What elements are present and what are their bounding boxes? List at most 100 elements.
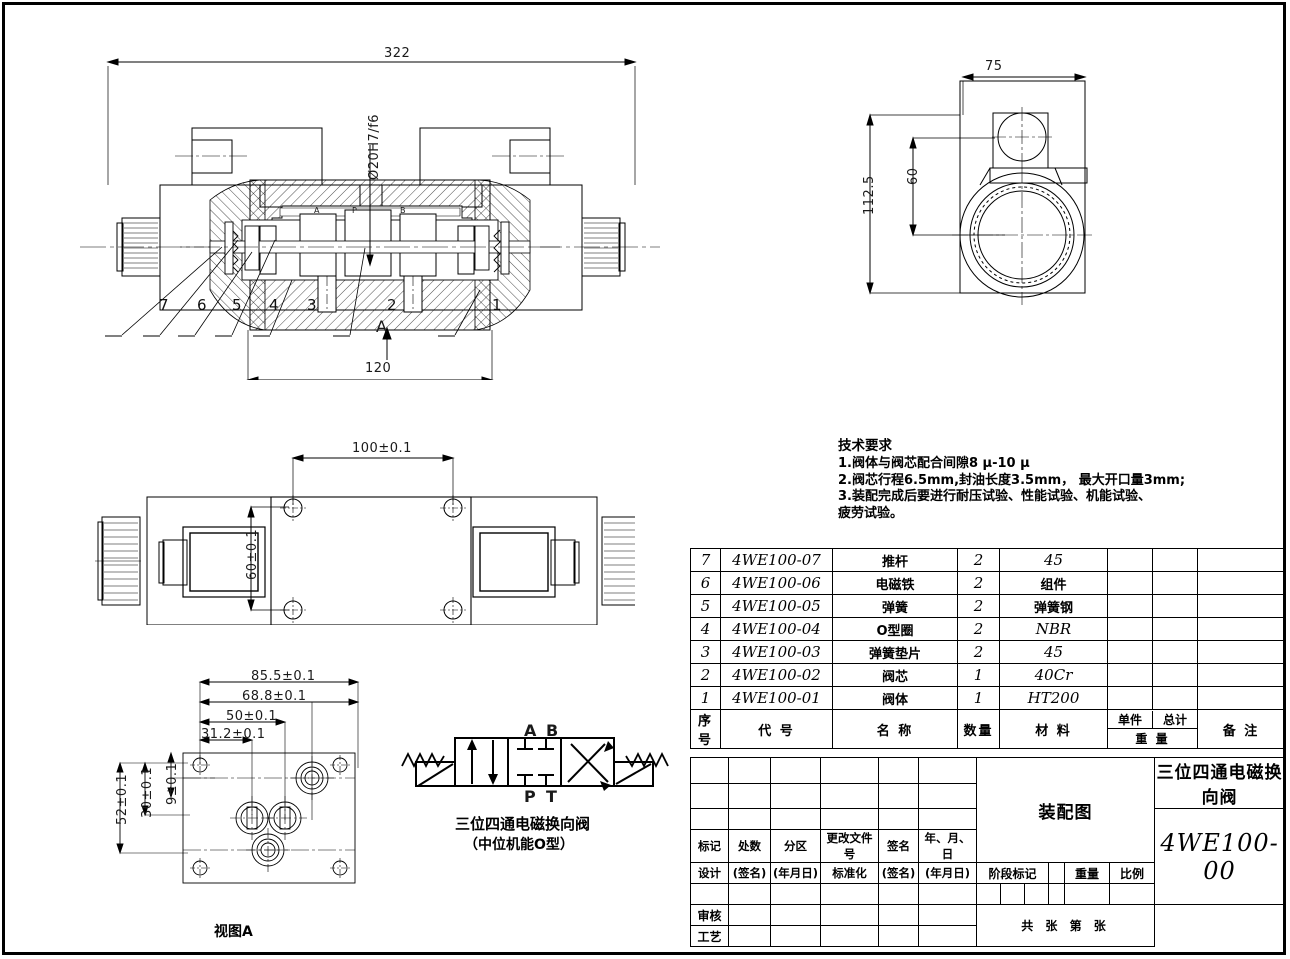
part-name: 电磁铁 [832, 571, 958, 595]
table-row: 4 4WE100-04 O型圈 2 NBR [690, 617, 1285, 641]
rev-cell [770, 782, 821, 809]
drawing-code-cell: 4WE100-00 [1154, 808, 1286, 905]
blank-cell [820, 904, 879, 926]
col-header-name: 名 称 [832, 709, 958, 749]
rev-cell [728, 782, 771, 809]
top-view [75, 435, 635, 625]
rev-cell [728, 757, 771, 784]
blank-cell [770, 925, 821, 947]
leader-number-2: 2 [387, 296, 397, 314]
stage-cell [1048, 883, 1065, 905]
main-section-view [60, 40, 680, 380]
view-a [40, 660, 370, 910]
title-block-row-1: 装配图 三位四通电磁换向阀 [690, 757, 1286, 863]
part-remark [1197, 640, 1285, 664]
title-block-row-2 [690, 782, 1285, 809]
stage-cell [1000, 883, 1025, 905]
part-weight-total [1152, 594, 1198, 618]
blank-cell [690, 883, 729, 905]
part-weight-unit [1107, 663, 1153, 687]
part-no: 1 [690, 686, 721, 710]
part-no: 2 [690, 663, 721, 687]
part-material: 45 [999, 548, 1108, 572]
schematic-caption-1: 三位四通电磁换向阀 [455, 815, 591, 833]
dim-hole-spacing-x: 100±0.1 [352, 441, 412, 456]
rev-cell [878, 757, 919, 784]
part-name: 阀体 [832, 686, 958, 710]
section-arrow-label-a: A [376, 317, 388, 336]
part-name: 阀芯 [832, 663, 958, 687]
part-remark [1197, 594, 1285, 618]
leader-number-3: 3 [307, 296, 317, 314]
leader-number-5: 5 [232, 296, 242, 314]
scale-label: 比例 [1108, 862, 1156, 884]
rev-header-docno: 更改文件号 [820, 829, 879, 863]
blank-cell [728, 925, 771, 947]
dim-view-a-h1: 85.5±0.1 [251, 669, 316, 684]
rev-header-count: 处数 [728, 829, 771, 863]
empty-cell [1048, 862, 1065, 884]
part-material: NBR [999, 617, 1108, 641]
schematic-port-a: A [524, 721, 537, 740]
part-name: 弹簧垫片 [832, 640, 958, 664]
rev-cell [820, 757, 879, 784]
table-row: 5 4WE100-05 弹簧 2 弹簧钢 [690, 594, 1285, 618]
rev-cell [918, 757, 977, 784]
table-row: 6 4WE100-06 电磁铁 2 组件 [690, 571, 1285, 595]
col-header-qty: 数量 [957, 709, 1000, 749]
part-no: 4 [690, 617, 721, 641]
part-weight-unit [1107, 686, 1153, 710]
rev-cell [770, 757, 821, 784]
product-title-cell: 三位四通电磁换向阀 [1154, 757, 1286, 809]
part-remark [1197, 663, 1285, 687]
part-code: 4WE100-03 [720, 640, 833, 664]
stage-cell [1024, 883, 1049, 905]
part-qty: 1 [957, 686, 1000, 710]
part-weight-unit [1107, 640, 1153, 664]
blank-cell [728, 883, 771, 905]
weight-label: 重量 [1064, 862, 1110, 884]
table-row: 2 4WE100-02 阀芯 1 40Cr [690, 663, 1285, 687]
blank-cell [728, 904, 771, 926]
revision-header-row: 标记 处数 分区 更改文件号 签名 年、月、日 [690, 829, 1285, 863]
blank-cell [878, 925, 919, 947]
rev-cell [918, 782, 977, 809]
leader-number-7: 7 [159, 296, 169, 314]
col-header-material: 材 料 [999, 709, 1108, 749]
part-code: 4WE100-02 [720, 663, 833, 687]
part-no: 5 [690, 594, 721, 618]
parts-list-table: 7 4WE100-07 推杆 2 45 6 4WE100-06 电磁铁 2 组件 [690, 548, 1285, 749]
rev-cell [690, 782, 729, 809]
part-material: 45 [999, 640, 1108, 664]
dim-end-height: 112.5 [862, 175, 877, 215]
rev-header-zone: 分区 [770, 829, 821, 863]
tech-req-title: 技术要求 [838, 438, 892, 454]
part-no: 6 [690, 571, 721, 595]
part-weight-total [1152, 617, 1198, 641]
rev-cell [770, 808, 821, 830]
review-label: 审核 [690, 904, 729, 926]
title-block: 装配图 三位四通电磁换向阀 4WE100-00 标记 处数 分区 更改文件号 [690, 757, 1286, 947]
leader-number-1: 1 [492, 296, 502, 314]
rev-cell [878, 782, 919, 809]
title-block-row-3: 4WE100-00 [690, 808, 1286, 905]
part-qty: 2 [957, 571, 1000, 595]
part-qty: 2 [957, 617, 1000, 641]
dim-view-a-v3: 9±0.1 [165, 762, 180, 805]
part-material: 组件 [999, 571, 1108, 595]
process-label: 工艺 [690, 925, 729, 947]
hydraulic-schematic [400, 718, 670, 796]
tech-req-line-4: 疲劳试验。 [838, 505, 904, 521]
blank-cell [918, 883, 977, 905]
part-weight-total [1152, 663, 1198, 687]
part-weight-total [1152, 571, 1198, 595]
design-date: (年月日) [770, 862, 821, 884]
col-header-weight-total: 总计 [1162, 713, 1187, 727]
view-a-caption: 视图A [214, 924, 253, 940]
part-code: 4WE100-01 [720, 686, 833, 710]
dim-axis-height: 60 [906, 167, 921, 185]
rev-header-mark: 标记 [690, 829, 729, 863]
dim-view-a-h2: 68.8±0.1 [242, 689, 307, 704]
schematic-port-t: T [546, 787, 558, 806]
